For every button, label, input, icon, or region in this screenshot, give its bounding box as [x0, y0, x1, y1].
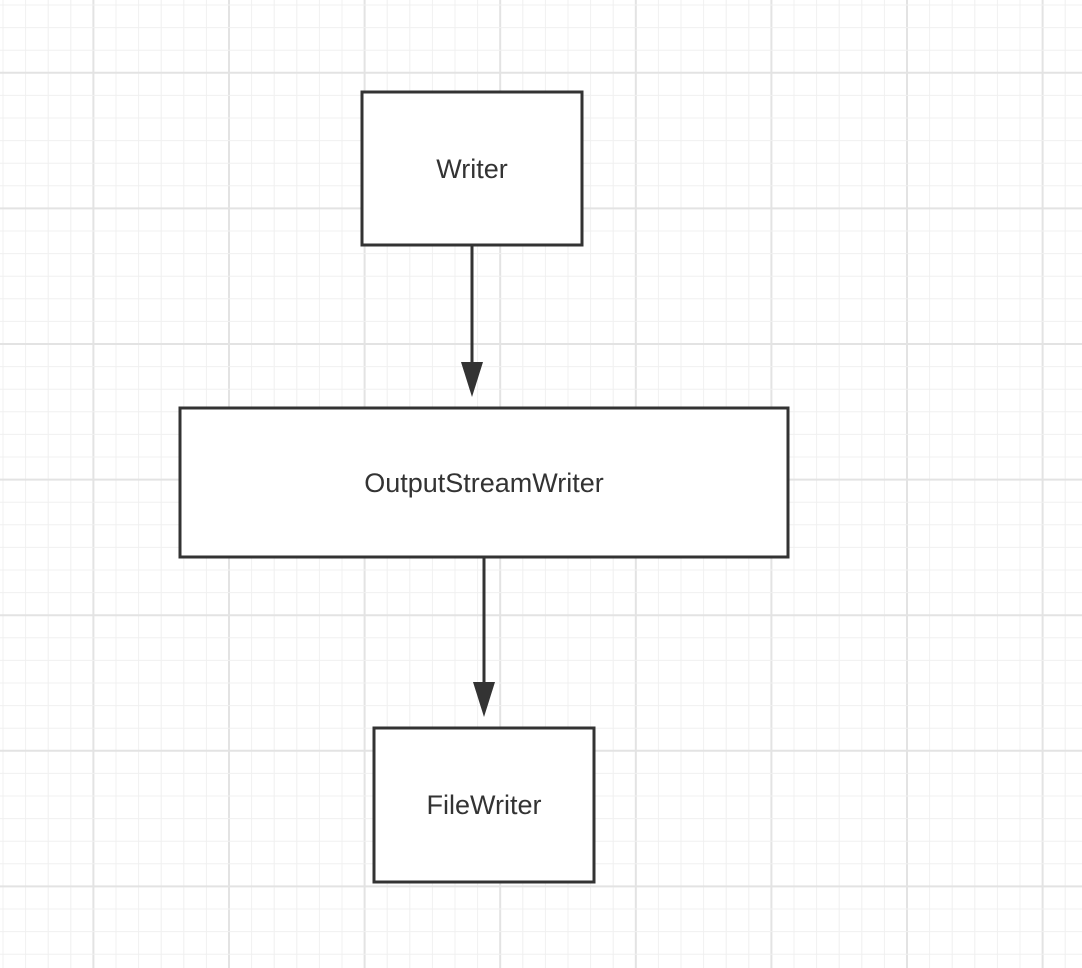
node-filewriter-box[interactable]	[372, 726, 596, 884]
edge-outputstreamwriter-to-filewriter	[473, 558, 495, 717]
node-outputstreamwriter[interactable]: OutputStreamWriter	[178, 406, 790, 559]
arrowhead-icon	[461, 362, 483, 397]
node-writer-label: Writer	[436, 154, 508, 184]
node-writer-box[interactable]	[360, 90, 584, 247]
node-filewriter-label: FileWriter	[426, 790, 541, 820]
arrowhead-icon	[473, 682, 495, 717]
node-outputstreamwriter-label: OutputStreamWriter	[364, 468, 604, 498]
edge-writer-to-outputstreamwriter	[461, 246, 483, 397]
node-writer[interactable]: Writer	[360, 90, 584, 247]
node-filewriter[interactable]: FileWriter	[372, 726, 596, 884]
node-outputstreamwriter-box[interactable]	[178, 406, 790, 559]
